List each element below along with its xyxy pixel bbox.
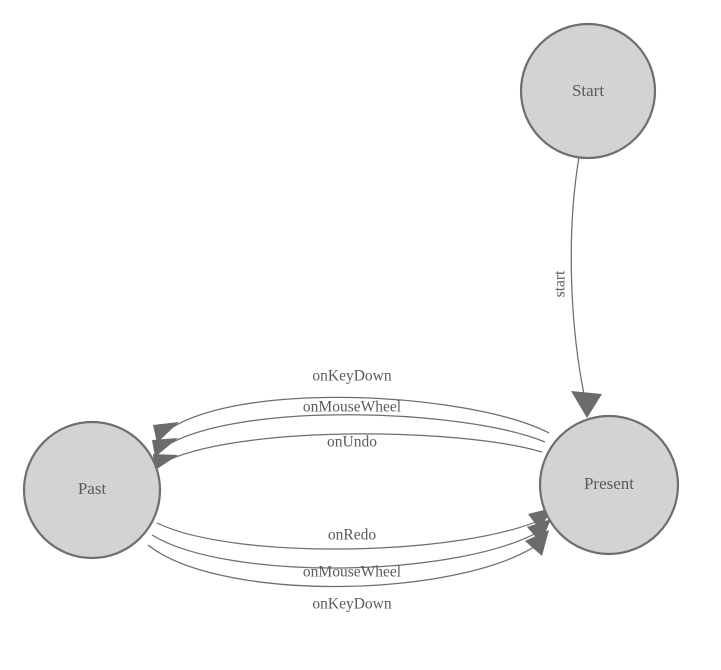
edge-label-present-past-onmousewheel: onMouseWheel [303,399,401,416]
edge-past-to-present-onkeydown[interactable]: onKeyDown [147,530,549,613]
edge-present-to-past-onkeydown-arrowhead [153,422,179,443]
edge-label-past-present-onredo: onRedo [328,527,376,544]
node-past[interactable]: Past [22,420,162,560]
edge-present-to-past-onmousewheel-path [160,414,546,450]
edge-past-to-present-onredo-path [156,516,548,550]
edge-label-start: start [552,270,569,297]
edge-past-to-present-onredo[interactable]: onRedo [156,508,552,550]
node-start[interactable]: Start [519,22,657,160]
edge-start-to-present-arrowhead [571,391,602,418]
node-present-circle [538,414,680,556]
edge-label-present-past-onundo: onUndo [327,434,377,451]
node-present-label: Present [584,474,634,493]
edge-present-to-past-onkeydown[interactable]: onKeyDown [153,368,550,443]
edge-label-past-present-onmousewheel: onMouseWheel [303,564,401,581]
edge-past-to-present-onmousewheel[interactable]: onMouseWheel [151,519,551,581]
node-start-label: Start [572,81,604,100]
edge-present-to-past-onundo-path [159,433,543,465]
edge-present-to-past-onmousewheel-arrowhead [152,438,178,457]
edge-start-to-present[interactable]: start [552,156,602,418]
edge-label-present-past-onkeydown: onKeyDown [312,368,391,385]
edge-present-to-past-onundo[interactable]: onUndo [153,433,543,471]
edge-past-to-present-onkeydown-path [147,539,545,588]
edge-start-to-present-path [570,156,587,405]
node-start-circle [519,22,657,160]
edge-present-to-past-onkeydown-path [162,396,550,435]
node-past-label: Past [78,479,107,498]
edge-past-to-present-onmousewheel-arrowhead [527,519,551,543]
edge-present-to-past-onmousewheel[interactable]: onMouseWheel [152,399,546,457]
edge-label-past-present-onkeydown: onKeyDown [312,596,391,613]
edge-past-to-present-onmousewheel-path [151,527,546,569]
edge-present-to-past-onundo-arrowhead [153,454,178,471]
node-past-circle [22,420,162,560]
edge-past-to-present-onkeydown-arrowhead [525,530,549,556]
node-present[interactable]: Present [538,414,680,556]
